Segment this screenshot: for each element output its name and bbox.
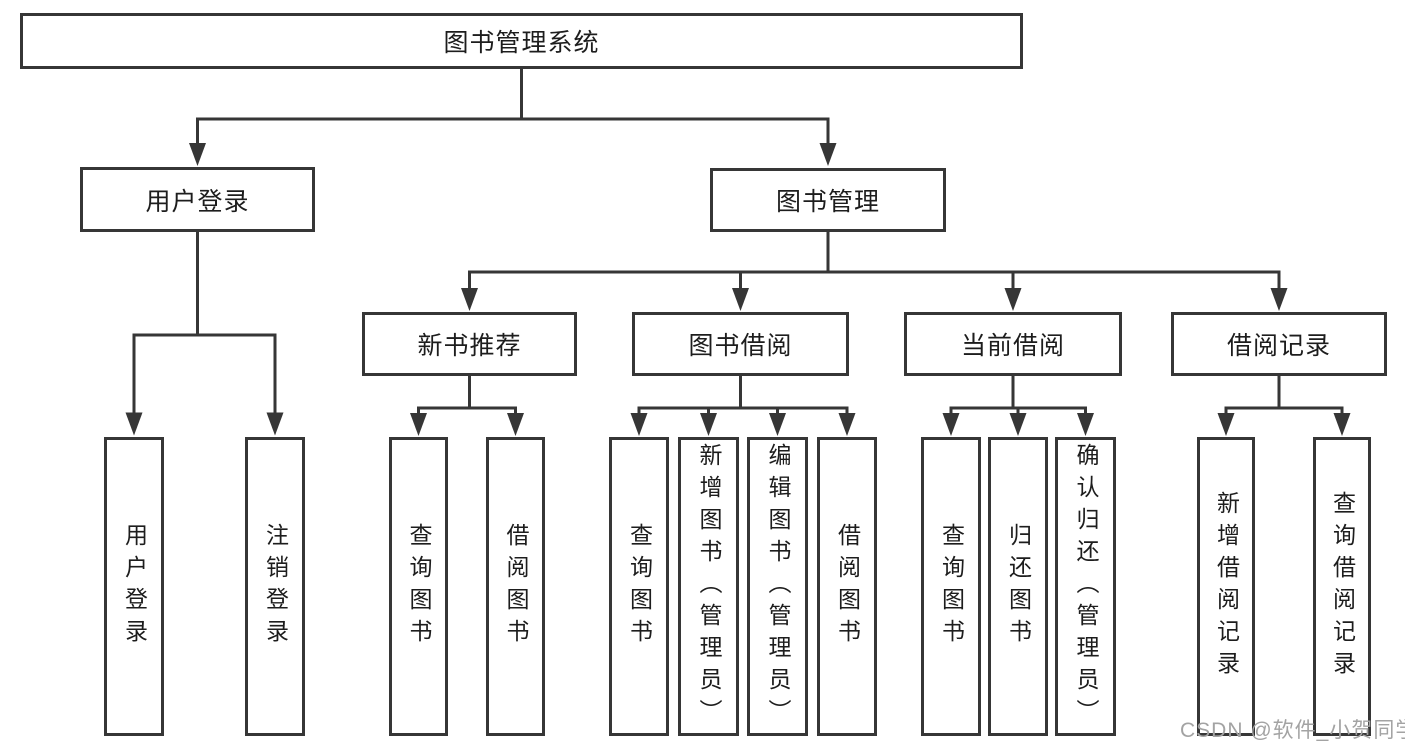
leaf-borrow-books: 借阅图书 — [817, 437, 877, 736]
leaf-add-books-admin: 新增图书（管理员） — [678, 437, 739, 736]
leaf-query-books-borrow: 查询图书 — [609, 437, 669, 736]
leaf-return-books: 归还图书 — [988, 437, 1048, 736]
leaf-query-borrow-record: 查询借阅记录 — [1313, 437, 1371, 736]
node-root: 图书管理系统 — [20, 13, 1023, 69]
node-new-book-recommend: 新书推荐 — [362, 312, 577, 376]
leaf-label: 查询借阅记录 — [1329, 490, 1356, 683]
leaf-label: 借阅图书 — [834, 522, 861, 651]
node-borrow-records: 借阅记录 — [1171, 312, 1387, 376]
leaf-edit-books-admin: 编辑图书（管理员） — [747, 437, 808, 736]
leaf-label: 新增借阅记录 — [1213, 490, 1240, 683]
node-book-borrow: 图书借阅 — [632, 312, 849, 376]
leaf-add-borrow-record: 新增借阅记录 — [1197, 437, 1255, 736]
node-book-management: 图书管理 — [710, 168, 946, 232]
leaf-label: 查询图书 — [406, 522, 432, 651]
leaf-label: 用户登录 — [121, 522, 148, 651]
leaf-label: 确认归还（管理员） — [1073, 442, 1099, 731]
csdn-watermark: CSDN @软件_小贺同学 — [1180, 719, 1405, 742]
leaf-label: 查询图书 — [626, 522, 653, 651]
leaf-label: 新增图书（管理员） — [696, 442, 722, 731]
node-current-borrow: 当前借阅 — [904, 312, 1122, 376]
leaf-label: 查询图书 — [938, 522, 965, 651]
leaf-label: 借阅图书 — [503, 522, 529, 651]
leaf-label: 注销登录 — [262, 522, 289, 651]
leaf-label: 归还图书 — [1005, 522, 1032, 651]
leaf-confirm-return-admin: 确认归还（管理员） — [1055, 437, 1116, 736]
leaf-user-login: 用户登录 — [104, 437, 164, 736]
leaf-query-books-recommend: 查询图书 — [389, 437, 448, 736]
node-user-login: 用户登录 — [80, 167, 315, 232]
leaf-query-books-current: 查询图书 — [921, 437, 981, 736]
leaf-borrow-books-recommend: 借阅图书 — [486, 437, 545, 736]
leaf-logout: 注销登录 — [245, 437, 305, 736]
leaf-label: 编辑图书（管理员） — [765, 442, 791, 731]
